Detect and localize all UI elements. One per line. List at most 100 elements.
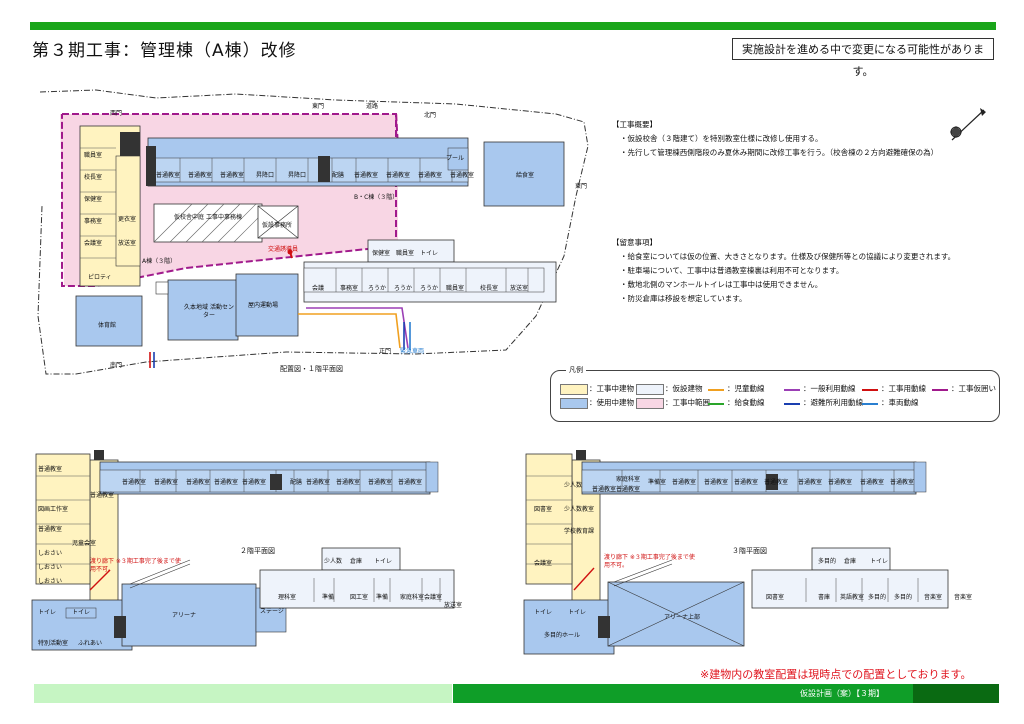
legend-label: ：使用中建物	[589, 398, 634, 407]
room-label: 普通教室	[450, 172, 475, 179]
room-label: 普通教室	[592, 486, 617, 493]
room-label: 校長室	[480, 285, 499, 292]
legend-box	[550, 370, 1000, 422]
room-label: 校長室	[84, 174, 103, 181]
room-label: トイレ	[568, 609, 587, 616]
notes-section: 【留意事項】 ・給食室については仮の位置、大きさとなります。仕様及び保健所等との…	[612, 236, 972, 306]
hall-label: 多目的ホール	[544, 632, 581, 639]
layout-warning: ※建物内の教室配置は現時点での配置としております。	[700, 668, 972, 681]
room-label: 書庫	[818, 594, 831, 601]
site-plan-diagram	[37, 89, 589, 375]
gate-north-label: 北門	[424, 112, 437, 119]
legend-line	[932, 389, 948, 391]
floor2-hall	[121, 583, 257, 647]
stage-label: ステージ	[260, 608, 284, 615]
legend-label: ：工事中建物	[589, 384, 634, 393]
room-label: 事務室	[340, 285, 359, 292]
room-label: 普通教室	[764, 479, 789, 486]
site-boundary	[37, 89, 589, 375]
notes-title: 【留意事項】	[612, 238, 657, 247]
floor2-caption: ２階平面図	[240, 547, 275, 555]
room-label: 放送室	[118, 240, 137, 247]
gate-west-label: 西門	[110, 110, 123, 117]
legend-line	[862, 403, 878, 405]
room-label: 昇降口	[288, 172, 307, 179]
room-label: 普通教室	[220, 172, 245, 179]
temp-office-label: 仮設事務所	[262, 222, 293, 229]
room-label: 更衣室	[118, 216, 137, 223]
room-label: 保健室	[84, 196, 103, 203]
room-label: 図書室	[766, 594, 785, 601]
footer-label: 仮設計画（案）【３期】	[800, 689, 884, 698]
legend-swatch	[636, 384, 664, 395]
room-label: 普通教室	[734, 479, 759, 486]
room-label: 多目的	[894, 594, 913, 601]
floor3-caption: ３階平面図	[732, 547, 767, 555]
room-label: 少人数	[564, 482, 583, 489]
room-label: 図書室	[534, 506, 553, 513]
room-label: 普通教室	[418, 172, 443, 179]
room-label: 会議	[312, 285, 325, 292]
notes-item: ・防災倉庫は移設を想定しています。	[620, 294, 747, 303]
room-label: 職員室	[446, 285, 465, 292]
legend-label: ：工事用動線	[881, 384, 926, 393]
gate-south-label: 南門	[110, 362, 123, 369]
floor3-temp-building	[751, 569, 949, 609]
room-label: 音楽室	[954, 594, 973, 601]
gate-east-label: 東門	[312, 103, 325, 110]
north-arrow-icon	[950, 108, 986, 141]
room-label: 職員室	[396, 250, 415, 257]
room-label: 普通教室	[828, 479, 853, 486]
room-label: 配膳	[332, 172, 345, 179]
room-label: 普通教室	[90, 492, 115, 499]
legend-label: ：一般利用動線	[803, 384, 856, 393]
legend-label: ：児童動線	[727, 384, 765, 393]
room-label: 少人数	[324, 558, 343, 565]
room-label: 倉庫	[844, 558, 857, 565]
a-wing-label: A棟（３階）	[142, 258, 177, 265]
room-label: 普通教室	[336, 479, 361, 486]
room-label: 普通教室	[188, 172, 213, 179]
room-label: 放送室	[510, 285, 529, 292]
room-label: 準備	[376, 594, 389, 601]
room-label: 音楽室	[924, 594, 943, 601]
gym-building	[75, 295, 143, 347]
room-label: 学校教育課	[564, 528, 595, 535]
indoor-hall	[235, 273, 299, 337]
room-label: トイレ	[534, 609, 553, 616]
top-accent-bar	[30, 22, 996, 30]
legend-swatch	[560, 398, 588, 409]
room-label: 多目的	[818, 558, 837, 565]
room-label: 普通教室	[890, 479, 915, 486]
room-label: 職員室	[84, 152, 103, 159]
kitchen-label: 給食室	[516, 172, 535, 179]
room-label: 図工室	[350, 594, 369, 601]
room-label: しおさい	[38, 578, 63, 585]
room-label: 普通教室	[214, 479, 239, 486]
room-label: 理科室	[278, 594, 297, 601]
floor2-temp-building	[259, 569, 455, 609]
room-label: 特別活動室	[38, 640, 69, 647]
floor3-route-note: 渡り廊下 ※３期工事完了後まで使用不可。	[604, 554, 695, 569]
legend-label: ：仮設建物	[665, 384, 703, 393]
room-label: 普通教室	[122, 479, 147, 486]
road-label: 道路	[366, 103, 379, 110]
room-label: 普通教室	[398, 479, 423, 486]
room-label: ふれあい	[78, 640, 103, 647]
room-label: ろうか	[394, 285, 413, 292]
room-label: 会議室	[424, 594, 443, 601]
gate-main-label: 正門	[379, 348, 392, 355]
legend-label: ：給食動線	[727, 398, 765, 407]
room-label: 普通教室	[798, 479, 823, 486]
legend-swatch	[636, 398, 664, 409]
overview-item: ・先行して管理棟西側階段のみ夏休み期間に改修工事を行う。（校舎棟の２方向避難確保…	[620, 148, 939, 157]
gym-label: 体育館	[98, 322, 117, 329]
footer-bar-dark	[453, 684, 913, 703]
room-label: 準備室	[648, 479, 667, 486]
room-label: 少人数教室	[564, 506, 595, 513]
legend-line	[708, 389, 724, 391]
legend-title: 凡例	[566, 365, 586, 375]
room-label: 多目的	[868, 594, 887, 601]
floor3-plan	[523, 450, 949, 655]
footer-bar-darker	[913, 684, 999, 703]
